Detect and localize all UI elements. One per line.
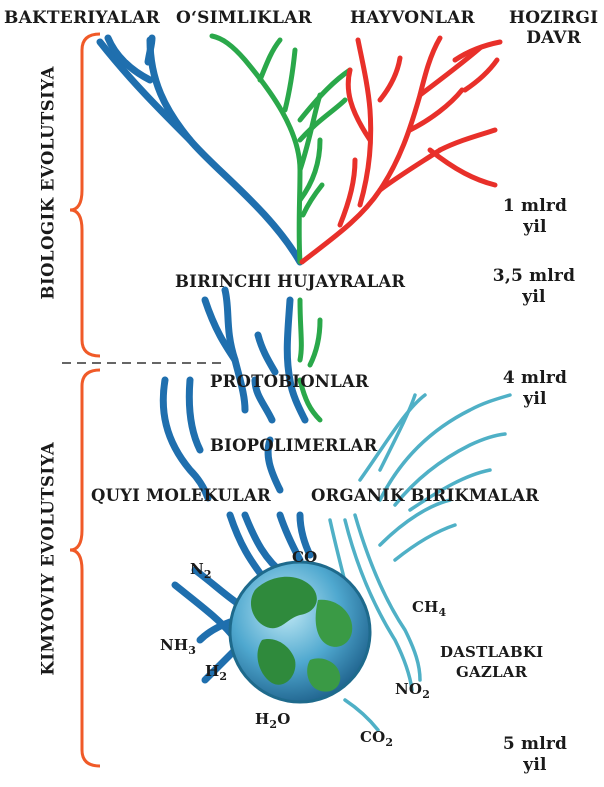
low-molecular-label: QUYI MOLEKULAR <box>91 486 271 505</box>
chemical-era-bracket <box>69 368 101 768</box>
bacteria-lineage <box>96 34 314 684</box>
gas-streams <box>328 393 512 732</box>
h2o-label: H2O <box>255 710 291 731</box>
nh3-label: NH3 <box>160 636 197 657</box>
present-day-label: HOZIRGI DAVR <box>509 8 598 49</box>
co2-label: CO2 <box>360 728 394 749</box>
time-3-5-line2: yil <box>522 287 546 308</box>
animal-lineage <box>299 35 503 265</box>
time-4-line1: 4 mlrd <box>502 368 568 388</box>
chemical-evolution-label: KIMYOVIY EVOLUTSIYA <box>38 441 58 676</box>
protobionts-label: PROTOBIONLAR <box>210 372 369 391</box>
ch4-label: CH4 <box>412 598 447 619</box>
plant-lineage <box>209 33 353 423</box>
initial-gases-line2: GAZLAR <box>456 663 528 682</box>
time-5-billion: 5 mlrd yil <box>495 734 575 777</box>
time-5-line1: 5 mlrd <box>502 734 568 754</box>
biopolymers-label: BIOPOLIMERLAR <box>210 436 378 455</box>
time-4-line2: yil <box>523 389 547 410</box>
time-5-line2: yil <box>523 755 547 776</box>
bacteria-label: BAKTERIYALAR <box>4 8 160 28</box>
initial-gases-line1: DASTLABKI <box>440 643 544 661</box>
time-3-5-line1: 3,5 mlrd <box>492 266 576 286</box>
time-4-billion: 4 mlrd yil <box>495 368 575 411</box>
biological-era-bracket <box>69 32 101 358</box>
initial-gases-label: DASTLABKI GAZLAR <box>440 642 543 683</box>
no2-label: NO2 <box>395 680 431 701</box>
h2-label: H2 <box>205 662 228 683</box>
time-3-5-billion: 3,5 mlrd yil <box>488 266 580 309</box>
earth-globe-icon <box>228 560 372 704</box>
n2-label: N2 <box>190 560 212 581</box>
time-1-billion: 1 mlrd yil <box>495 196 575 239</box>
plants-label: O‘SIMLIKLAR <box>176 8 312 28</box>
present-day-line2: DAVR <box>526 28 582 49</box>
time-1-line2: yil <box>523 217 547 238</box>
first-cells-label: BIRINCHI HUJAYRALAR <box>175 272 406 291</box>
animals-label: HAYVONLAR <box>350 8 475 28</box>
biological-evolution-label: BIOLOGIK EVOLUTSIYA <box>38 66 58 300</box>
organic-compounds-label: ORGANIK BIRIKMALAR <box>311 486 540 505</box>
co-label: CO <box>292 548 318 566</box>
time-1-line1: 1 mlrd <box>502 196 568 216</box>
present-day-line1: HOZIRGI <box>509 8 599 28</box>
